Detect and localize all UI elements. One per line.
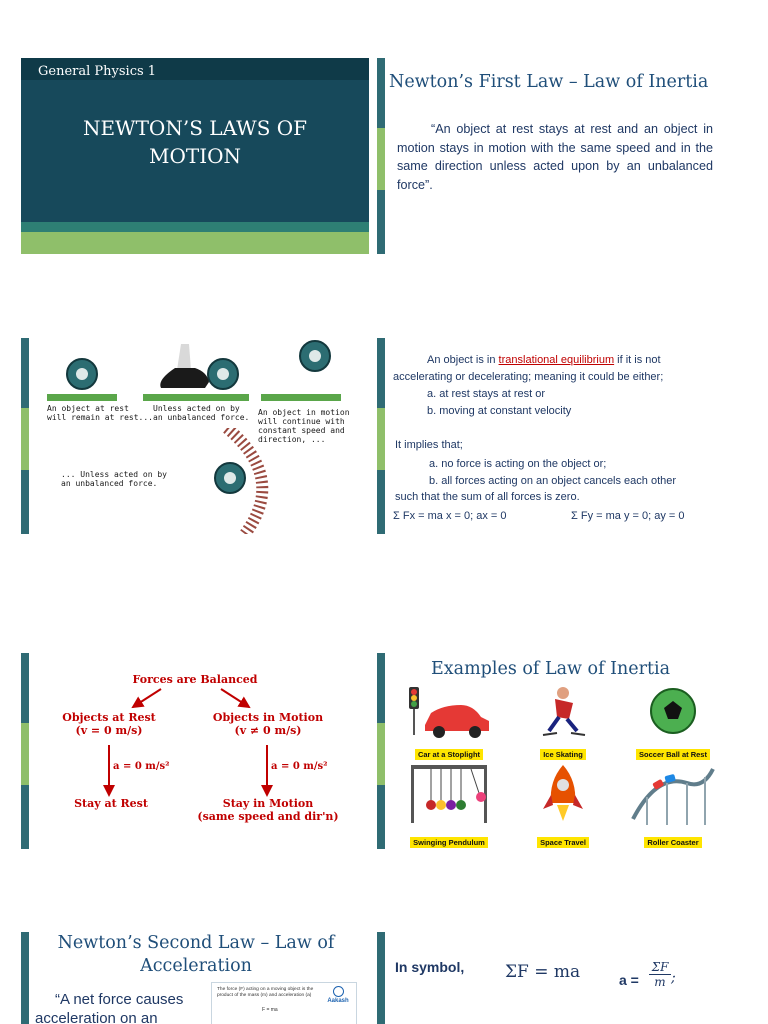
curved-track-icon	[223, 428, 269, 534]
slide-accent-bar	[377, 653, 385, 849]
symbol-label: In symbol,	[395, 959, 465, 975]
title-topbar	[21, 58, 369, 80]
formula-card-text: The force (F) acting on a moving object …	[217, 987, 314, 998]
flow-rest: Objects at Rest(v = 0 m/s)	[62, 711, 156, 737]
rocket-icon	[543, 765, 583, 821]
example-label: Ice Skating	[540, 749, 586, 760]
example-card: Car at a Stoplight	[399, 685, 499, 762]
car-stoplight-icon	[409, 687, 489, 738]
first-law-quote: “An object at rest stays at rest and an …	[397, 122, 713, 192]
slide-accent-bar	[377, 58, 385, 254]
title-slide: General Physics 1 NEWTON’S LAWS OF MOTIO…	[21, 58, 369, 254]
fraction-semicolon: ;	[671, 970, 676, 986]
ice-skater-icon	[542, 687, 586, 736]
accel-equation-label: a =	[619, 972, 639, 988]
equation-y: Σ Fy = ma y = 0; ay = 0	[571, 510, 685, 522]
example-label: Car at a Stoplight	[414, 749, 484, 760]
implies-b: b. all forces acting on an object cancel…	[429, 475, 677, 487]
option-b: b. moving at constant velocity	[427, 405, 572, 417]
example-label: Swinging Pendulum	[410, 837, 488, 848]
balanced-forces-slide: Forces are Balanced Objects at Rest(v = …	[21, 653, 369, 849]
slide-accent-bar	[21, 338, 29, 534]
flow-accel-left: a = 0 m/s²	[113, 761, 170, 772]
slide-accent-bar	[377, 932, 385, 1024]
ball-icon	[66, 358, 98, 390]
sum-force-equation: ΣF = ma	[505, 962, 581, 982]
flow-motion: Objects in Motion(v ≠ 0 m/s)	[212, 711, 324, 737]
ground-bar	[143, 394, 249, 401]
equation-x: Σ Fx = ma x = 0; ax = 0	[393, 510, 507, 522]
slide-title-line2: MOTION	[148, 144, 241, 168]
option-a: a. at rest stays at rest or	[427, 388, 545, 400]
slide-accent-bar	[377, 338, 385, 534]
caption-unbalanced: ... Unless acted on by an unbalanced for…	[61, 470, 167, 488]
translational-equilibrium-link: translational equilibrium	[498, 354, 615, 366]
example-card: Soccer Ball at Rest	[623, 685, 723, 762]
slide-heading: Examples of Law of Inertia	[431, 659, 671, 679]
equilibrium-slide: An object is in translational equilibriu…	[377, 338, 737, 534]
slide-accent-bar	[21, 932, 29, 1024]
ground-bar	[261, 394, 341, 401]
example-card: Space Travel	[513, 763, 613, 849]
slide-title-line1: NEWTON’S LAWS OF	[82, 116, 308, 140]
example-card: Roller Coaster	[623, 763, 723, 849]
kicking-foot-icon	[160, 344, 209, 388]
inertia-illustration-slide: An object at rest will remain at rest...…	[21, 338, 351, 534]
example-label: Roller Coaster	[644, 837, 702, 848]
equilibrium-intro: An object is in translational equilibriu…	[427, 354, 661, 366]
roller-coaster-icon	[631, 768, 715, 825]
example-card: Ice Skating	[513, 685, 613, 762]
slide-accent-bar	[21, 653, 29, 849]
formula-card-formula: F = ma	[262, 1007, 278, 1013]
title-band-green	[21, 232, 369, 254]
second-law-symbol-slide: In symbol, ΣF = ma a = ΣF m ;	[377, 932, 737, 1024]
title-band-teal	[21, 222, 369, 232]
caption-rest: An object at rest will remain at rest...	[47, 404, 153, 422]
slide-heading: Newton’s First Law – Law of Inertia	[389, 72, 709, 92]
brand-logo-icon: Aakash	[326, 986, 350, 1010]
accel-fraction: ΣF m	[649, 960, 671, 989]
example-card: Swinging Pendulum	[399, 763, 499, 849]
flow-arrows	[103, 688, 273, 797]
flow-top: Forces are Balanced	[132, 673, 258, 686]
caption-unless: Unless acted on by an unbalanced force.	[153, 404, 250, 422]
ball-icon	[207, 358, 239, 390]
moving-ball-icon	[299, 340, 331, 372]
flow-accel-right: a = 0 m/s²	[271, 761, 328, 772]
example-label: Soccer Ball at Rest	[636, 749, 710, 760]
pendulum-icon	[411, 765, 487, 823]
inertia-examples-slide: Examples of Law of Inertia Car at a Stop…	[377, 653, 737, 849]
deflected-ball-icon	[214, 462, 246, 494]
course-name: General Physics 1	[38, 64, 157, 79]
soccer-ball-icon	[650, 688, 696, 734]
ground-bar	[47, 394, 117, 401]
equilibrium-intro-line2: accelerating or decelerating; meaning it…	[393, 371, 664, 383]
caption-motion: An object in motion will continue with c…	[258, 408, 350, 444]
flow-result-rest: Stay at Rest	[74, 797, 148, 810]
example-label: Space Travel	[537, 837, 589, 848]
slide-title: NEWTON’S LAWS OF MOTION	[21, 114, 369, 170]
formula-card: The force (F) acting on a moving object …	[211, 982, 357, 1024]
flow-result-motion: Stay in Motion(same speed and dir'n)	[197, 797, 339, 823]
first-law-slide: Newton’s First Law – Law of Inertia “An …	[377, 58, 737, 254]
implies-b-line2: such that the sum of all forces is zero.	[395, 491, 580, 503]
implies-label: It implies that;	[395, 439, 463, 451]
implies-a: a. no force is acting on the object or;	[429, 458, 607, 470]
